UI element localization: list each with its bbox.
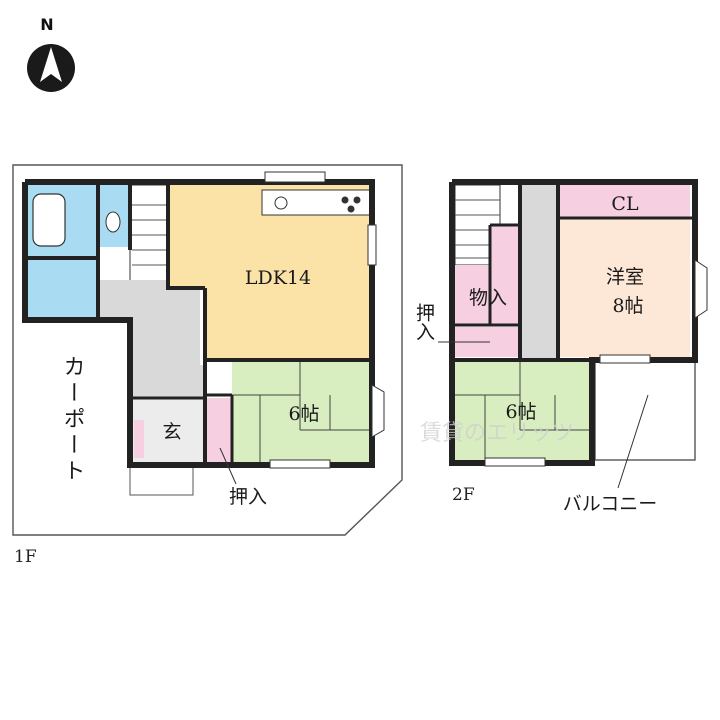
stove-icon: [341, 196, 349, 204]
ldk-label: LDK14: [245, 267, 311, 289]
closet-2f-label: 押入: [413, 303, 435, 341]
genkan-label: 玄: [162, 421, 181, 443]
balcony-leader: [617, 394, 649, 489]
bathtub: [32, 193, 66, 247]
floor1-label: 1F: [14, 547, 37, 567]
stairs-treads-2f: [455, 199, 500, 259]
sink-icon: [274, 196, 288, 210]
windows-2f: [484, 259, 708, 467]
walls-1f: [22, 179, 375, 468]
walls-2f: [449, 179, 698, 466]
walk-closet-2f: [560, 185, 690, 217]
shoe-closet-1f: [134, 420, 144, 458]
floor2-label: 2F: [452, 485, 475, 505]
stairs-treads-1f: [132, 204, 168, 266]
windows-1f: [264, 171, 385, 469]
tatami-lines-1f: [232, 362, 370, 462]
site-outline-1f: [12, 164, 403, 536]
stove-icon: [353, 196, 361, 204]
kitchen-counter: [261, 189, 371, 216]
washroom-1f: [25, 260, 97, 320]
carport-label: カーポート: [60, 355, 85, 485]
floor1-rooms: [25, 184, 371, 496]
stove-icon: [347, 205, 355, 213]
toilet-bowl: [105, 211, 121, 233]
closet-1f: [205, 398, 232, 462]
closet-1f-leader: [219, 447, 237, 485]
storage-2f: [490, 225, 522, 325]
watermark: 賃貸のエリッツ: [420, 421, 574, 446]
washitsu-1f-label: 6帖: [288, 403, 319, 425]
youshitsu-size-label: 8帖: [612, 295, 643, 317]
washitsu-2f: [455, 360, 590, 460]
closet-cl-label: CL: [611, 193, 639, 215]
washitsu-2f-label: 6帖: [505, 401, 536, 423]
washitsu-1f: [232, 362, 370, 462]
hall-2f: [522, 185, 557, 360]
storage-2f-b: [455, 265, 490, 325]
north-arrow-icon: [40, 47, 62, 82]
tatami-lines-2f: [455, 360, 590, 460]
storage-2f-label: 物入: [469, 287, 507, 309]
entry-step: [129, 464, 194, 496]
ldk-area: [168, 185, 370, 358]
balcony-2f: [594, 359, 696, 461]
youshitsu-2f: [560, 217, 690, 357]
compass-north-label: N: [40, 15, 53, 34]
floor2-rooms: [454, 184, 696, 461]
balcony-label: バルコニー: [563, 493, 658, 515]
compass: N: [27, 15, 75, 92]
youshitsu-name-label: 洋室: [606, 266, 644, 288]
closet-1f-label: 押入: [229, 486, 267, 508]
